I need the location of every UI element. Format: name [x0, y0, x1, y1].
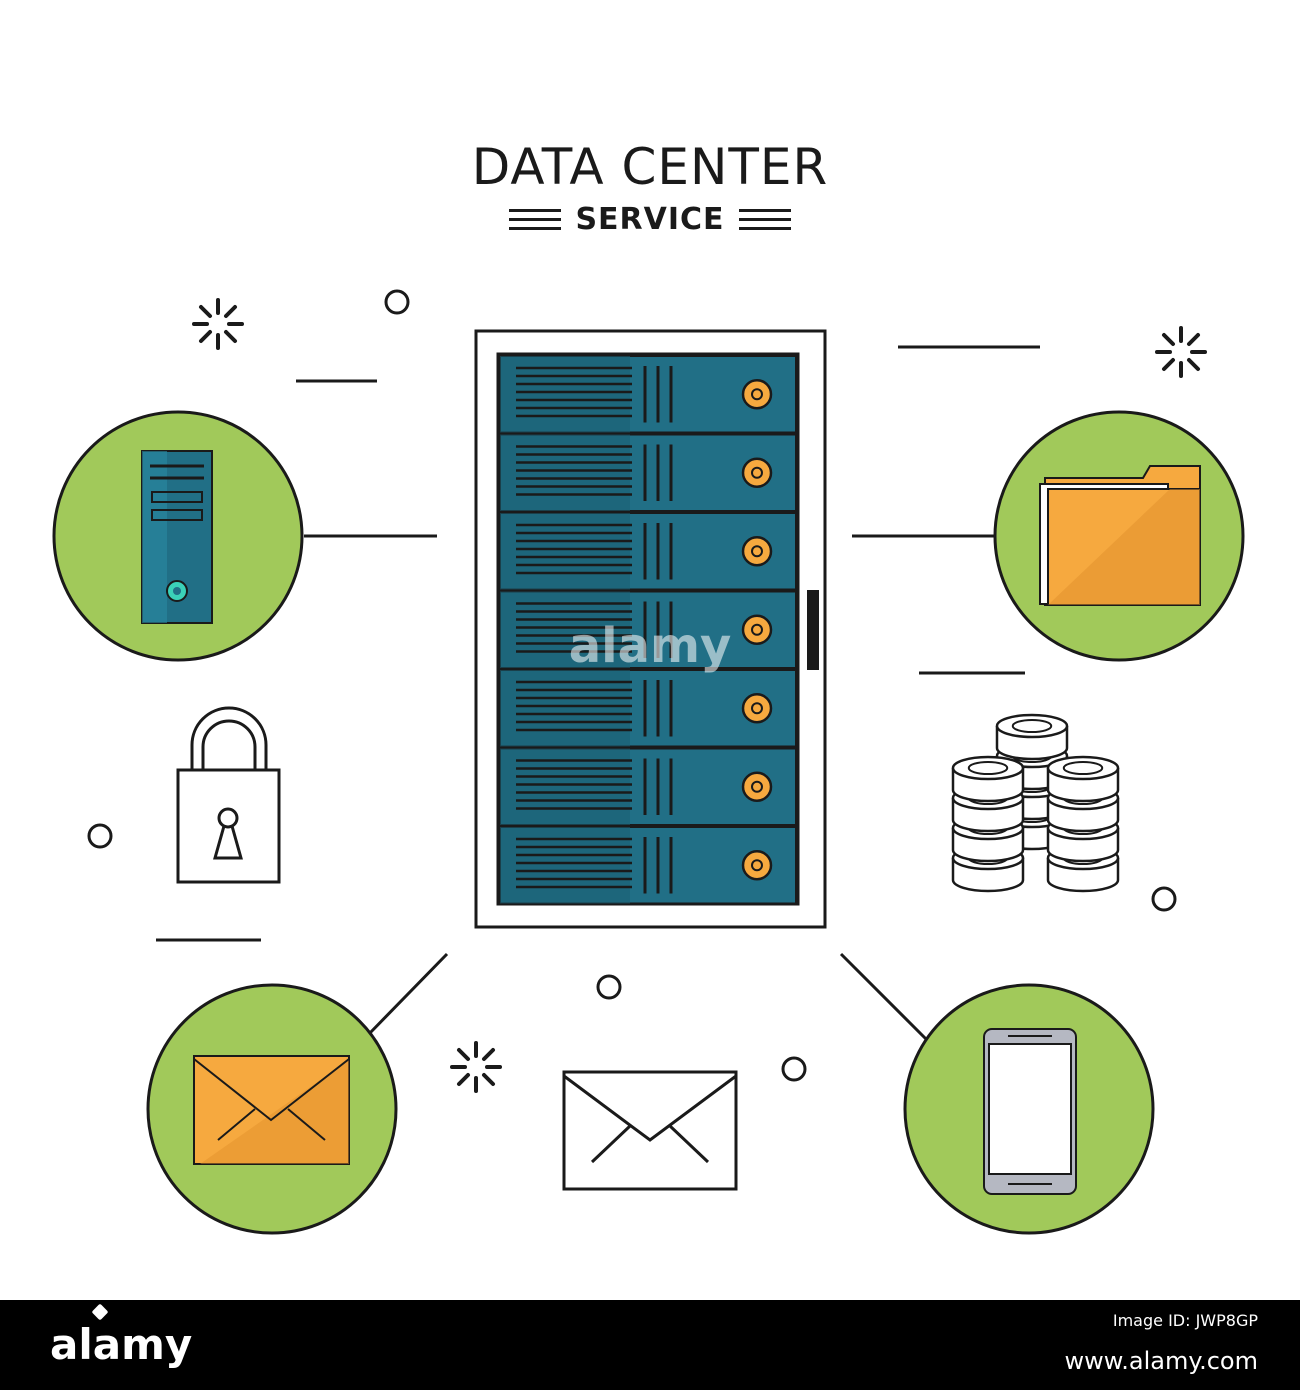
title-stripes	[509, 209, 562, 231]
image-id: Image ID: JWP8GP	[1112, 1311, 1258, 1330]
page-title: DATA CENTER	[471, 138, 829, 196]
rack-unit	[499, 433, 797, 512]
sparkle-icon	[192, 298, 244, 350]
rack-unit	[499, 826, 797, 905]
database-stacks-icon	[951, 713, 1120, 893]
title-stripes	[738, 209, 791, 231]
server-rack-icon	[474, 329, 827, 929]
watermark: alamy	[569, 618, 732, 674]
smartphone-icon	[983, 1028, 1077, 1195]
database-stack	[1046, 755, 1120, 893]
rack-unit	[499, 747, 797, 826]
rack-unit	[499, 512, 797, 591]
rack-unit	[499, 590, 797, 669]
connector-line	[365, 952, 449, 1038]
folder-badge	[993, 410, 1245, 662]
decor-dot	[1151, 886, 1177, 912]
decor-dot	[384, 289, 410, 315]
connector-line	[839, 952, 929, 1042]
page-subtitle: SERVICE	[575, 202, 725, 237]
rack-units	[499, 355, 797, 905]
decor-dashes	[156, 345, 1040, 942]
connector-lines	[304, 534, 997, 1042]
sparkle-icon	[450, 1041, 502, 1093]
brand-logo: alamy	[50, 1320, 193, 1369]
decor-dots	[87, 289, 1177, 1082]
smartphone-badge	[903, 983, 1155, 1235]
decor-dot	[596, 974, 622, 1000]
padlock-icon	[176, 706, 281, 884]
envelope-icon	[193, 1055, 350, 1165]
rack-unit	[499, 355, 797, 434]
computer-tower-badge	[52, 410, 304, 662]
envelope-badge	[146, 983, 398, 1235]
subtitle-row: SERVICE	[0, 205, 1300, 235]
computer-tower-icon	[141, 450, 213, 624]
decor-dot	[87, 823, 113, 849]
footer-bar: alamy Image ID: JWP8GP www.alamy.com	[0, 1300, 1300, 1390]
folder-icon	[1039, 465, 1201, 606]
database-stack	[951, 755, 1025, 893]
infographic-canvas: alamy	[52, 289, 1245, 1235]
sparkle-icon	[1155, 326, 1207, 378]
decor-dot	[781, 1056, 807, 1082]
brand-logo-mark	[91, 1303, 109, 1321]
envelope-outline-icon	[562, 1070, 738, 1191]
site-url: www.alamy.com	[1064, 1347, 1258, 1375]
rack-unit	[499, 669, 797, 748]
